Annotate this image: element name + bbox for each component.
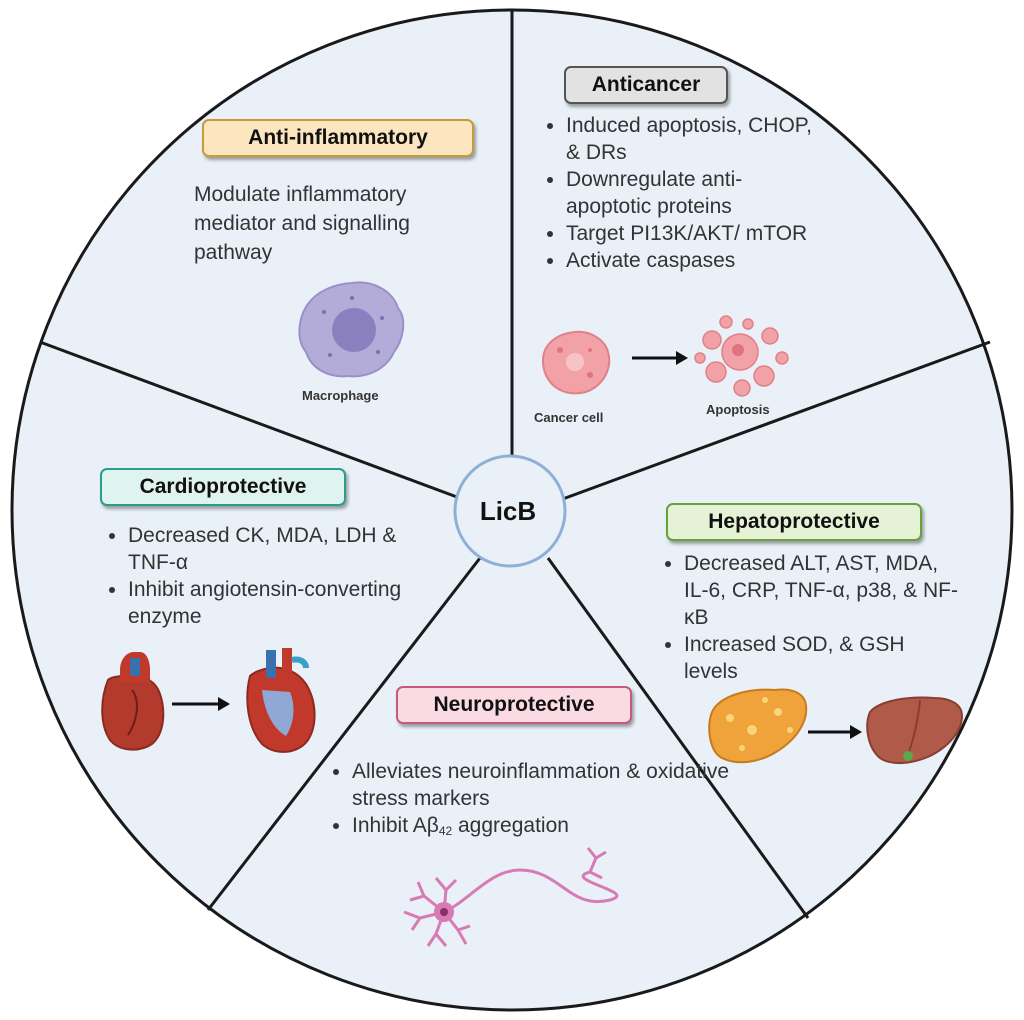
anti-inflammatory-label: Anti-inflammatory	[202, 119, 474, 157]
macrophage-caption: Macrophage	[302, 388, 379, 403]
anticancer-point: Activate caspases	[566, 247, 816, 274]
center-label: LicB	[479, 495, 537, 526]
anticancer-points: Induced apoptosis, CHOP, & DRs Downregul…	[534, 112, 816, 274]
cardioprotective-label: Cardioprotective	[100, 468, 346, 506]
arrow-right-icon	[632, 351, 688, 365]
neuroprotective-point: Inhibit Aβ42 aggregation	[352, 812, 762, 842]
anti-inflammatory-description: Modulate inflammatory mediator and signa…	[194, 183, 410, 264]
cardioprotective-point: Inhibit angiotensin-converting enzyme	[128, 576, 418, 630]
anticancer-point: Induced apoptosis, CHOP, & DRs	[566, 112, 816, 166]
hepatoprotective-point: Decreased ALT, AST, MDA, IL-6, CRP, TNF-…	[684, 550, 964, 631]
divider-bottom-right	[546, 557, 810, 919]
cancer-cell-caption: Cancer cell	[534, 410, 604, 425]
healthy-liver-icon	[866, 696, 964, 764]
divider-left	[39, 340, 466, 502]
anticancer-point: Target PI13K/AKT/ mTOR	[566, 220, 816, 247]
neuroprotective-points: Alleviates neuroinflammation & oxidative…	[320, 758, 762, 842]
hepatoprotective-point: Increased SOD, & GSH levels	[684, 631, 964, 685]
abeta-subscript: 42	[438, 824, 453, 838]
apoptosis-caption: Apoptosis	[706, 402, 770, 417]
hepatoprotective-label: Hepatoprotective	[666, 503, 922, 541]
abeta-suffix: aggregation	[452, 814, 569, 837]
heart-icon	[101, 652, 165, 751]
abeta-prefix: Inhibit Aβ	[352, 814, 439, 837]
center-circle	[453, 454, 567, 568]
macrophage-icon	[298, 281, 405, 378]
cardioprotective-points: Decreased CK, MDA, LDH & TNF-α Inhibit a…	[96, 522, 418, 630]
fatty-liver-icon	[708, 688, 808, 764]
heart-section-icon	[246, 648, 316, 753]
cardioprotective-point: Decreased CK, MDA, LDH & TNF-α	[128, 522, 418, 576]
anticancer-point: Downregulate anti-apoptotic proteins	[566, 166, 816, 220]
arrow-right-icon	[172, 697, 230, 711]
neuron-icon	[403, 847, 619, 947]
hepatoprotective-points: Decreased ALT, AST, MDA, IL-6, CRP, TNF-…	[652, 550, 964, 685]
neuroprotective-point: Alleviates neuroinflammation & oxidative…	[352, 758, 762, 812]
divider-bottom-left	[206, 557, 482, 911]
anticancer-label: Anticancer	[564, 66, 728, 104]
apoptosis-icon	[694, 315, 789, 397]
arrow-right-icon	[808, 725, 862, 739]
cancer-cell-icon	[541, 330, 611, 395]
neuroprotective-label: Neuroprotective	[396, 686, 632, 724]
divider-right	[559, 340, 991, 502]
